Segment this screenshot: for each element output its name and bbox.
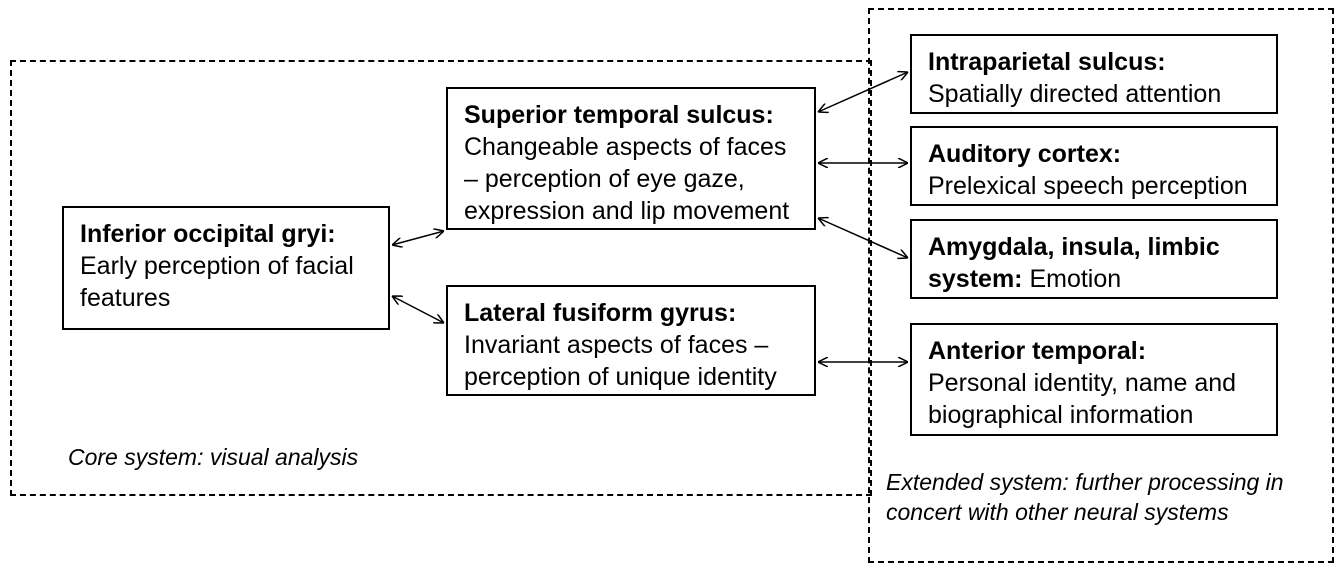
box-description: Early perception of facial features [80, 252, 354, 312]
box-description: Spatially directed attention [928, 80, 1222, 108]
extended-system-caption: Extended system: further processing in c… [886, 469, 1284, 525]
box-description: Personal identity, name and biographical… [928, 369, 1237, 429]
box-superior-temporal: Superior temporal sulcus: Changeable asp… [446, 87, 816, 230]
box-title: Anterior temporal: [928, 337, 1147, 365]
box-description: Emotion [1029, 265, 1122, 293]
box-anterior-temporal: Anterior temporal: Personal identity, na… [910, 323, 1278, 436]
box-title: Inferior occipital gryi: [80, 220, 336, 248]
arrow-superior-intraparietal [818, 72, 908, 112]
box-auditory-cortex: Auditory cortex: Prelexical speech perce… [910, 126, 1278, 206]
core-system-caption: Core system: visual analysis [68, 444, 359, 470]
box-title: Lateral fusiform gyrus: [464, 299, 737, 327]
box-description: Prelexical speech perception [928, 172, 1248, 200]
box-title: Superior temporal sulcus: [464, 101, 774, 129]
box-intraparietal: Intraparietal sulcus: Spatially directed… [910, 34, 1278, 114]
box-title: Amygdala, insula, limbic system: [928, 233, 1220, 293]
box-description: Invariant aspects of faces – perception … [464, 331, 777, 391]
box-lateral-fusiform: Lateral fusiform gyrus: Invariant aspect… [446, 285, 816, 396]
box-inferior-occipital: Inferior occipital gryi: Early perceptio… [62, 206, 390, 330]
box-title: Auditory cortex: [928, 140, 1122, 168]
arrow-occipital-superior [392, 231, 444, 245]
box-description: Changeable aspects of faces – perception… [464, 133, 790, 225]
extended-system-region [868, 8, 1334, 563]
arrow-occipital-fusiform [392, 296, 444, 323]
box-title: Intraparietal sulcus: [928, 48, 1166, 76]
arrow-superior-amygdala [818, 218, 908, 258]
box-amygdala: Amygdala, insula, limbic system: Emotion [910, 219, 1278, 299]
core-system-region [10, 60, 872, 496]
